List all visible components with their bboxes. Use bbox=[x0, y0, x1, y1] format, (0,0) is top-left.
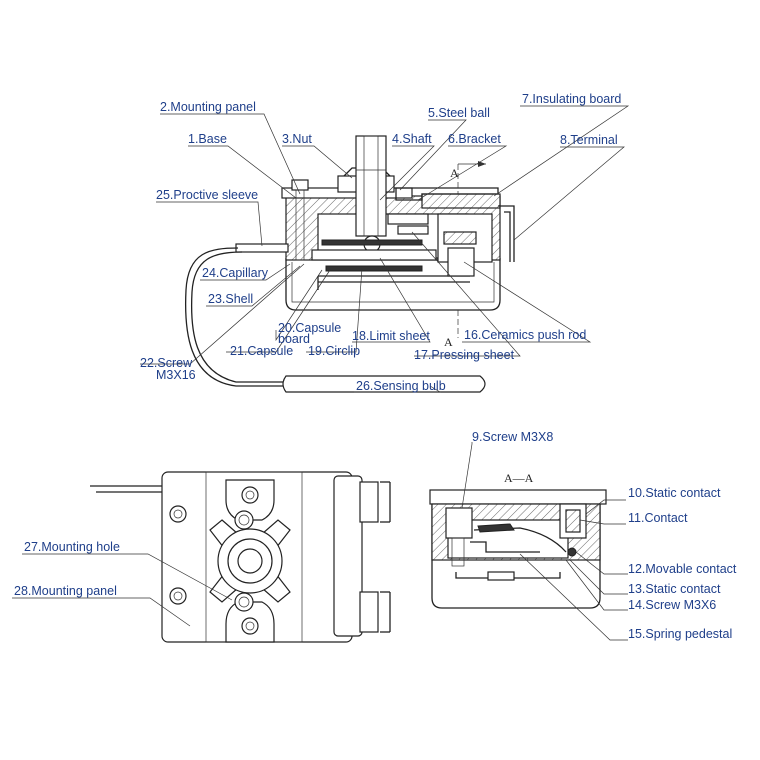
cross-section-view: A A bbox=[184, 135, 515, 393]
label-capsule-board-2: board bbox=[278, 332, 310, 346]
leader-lines-section bbox=[461, 442, 628, 641]
front-view bbox=[90, 471, 391, 643]
label-bracket: 6.Bracket bbox=[448, 132, 501, 146]
label-shaft: 4.Shaft bbox=[392, 132, 432, 146]
label-terminal: 8.Terminal bbox=[560, 133, 618, 147]
label-screw-m3x16-2: M3X16 bbox=[156, 368, 196, 382]
label-mounting-panel-28: 28.Mounting panel bbox=[14, 584, 117, 598]
label-protective-sleeve: 25.Proctive sleeve bbox=[156, 188, 258, 202]
capsule-board bbox=[321, 239, 423, 246]
label-screw-m3x16-1: 22.Screw bbox=[140, 356, 193, 370]
label-spring-pedestal: 15.Spring pedestal bbox=[628, 627, 732, 641]
section-marker-bottom: A bbox=[444, 335, 453, 349]
shaft bbox=[355, 135, 387, 237]
label-mounting-hole: 27.Mounting hole bbox=[24, 540, 120, 554]
label-nut: 3.Nut bbox=[282, 132, 312, 146]
label-capsule-board-1: 20.Capsule bbox=[278, 321, 341, 335]
section-view-title: A—A bbox=[504, 471, 534, 485]
capsule bbox=[325, 265, 423, 272]
screw-m3x8 bbox=[445, 507, 473, 539]
section-marker-top: A bbox=[450, 166, 459, 180]
label-shell: 23.Shell bbox=[208, 292, 253, 306]
spring-pedestal bbox=[487, 571, 515, 581]
sensing-bulb bbox=[282, 375, 486, 393]
label-steel-ball: 5.Steel ball bbox=[428, 106, 490, 120]
label-circlip: 19.Circlip bbox=[308, 344, 360, 358]
movable-contact bbox=[567, 547, 577, 557]
insulating-board bbox=[421, 193, 501, 209]
label-limit-sheet: 18.Limit sheet bbox=[352, 329, 430, 343]
label-ceramics-push-rod: 16.Ceramics push rod bbox=[464, 328, 586, 342]
mounting-hole bbox=[234, 592, 254, 612]
label-pressing-sheet: 17.Pressing sheet bbox=[414, 348, 515, 362]
section-top-plate bbox=[429, 489, 607, 505]
label-movable-contact: 12.Movable contact bbox=[628, 562, 737, 576]
section-a-a-view: A—A bbox=[429, 471, 607, 609]
label-mounting-panel: 2.Mounting panel bbox=[160, 100, 256, 114]
leader-lines-top bbox=[140, 105, 630, 393]
label-base: 1.Base bbox=[188, 132, 227, 146]
label-static-contact-10: 10.Static contact bbox=[628, 486, 721, 500]
label-insulating-board: 7.Insulating board bbox=[522, 92, 621, 106]
leader-lines-front bbox=[12, 553, 233, 627]
label-screw-m3x6: 14.Screw M3X6 bbox=[628, 598, 716, 612]
label-static-contact-13: 13.Static contact bbox=[628, 582, 721, 596]
label-capillary: 24.Capillary bbox=[202, 266, 269, 280]
label-contact: 11.Contact bbox=[628, 511, 688, 525]
capillary bbox=[184, 247, 292, 387]
labels: 2.Mounting panel 1.Base 3.Nut 4.Shaft 5.… bbox=[14, 92, 737, 641]
label-screw-m3x8: 9.Screw M3X8 bbox=[472, 430, 553, 444]
shell-outline bbox=[285, 258, 501, 311]
terminal bbox=[498, 205, 515, 262]
label-sensing-bulb: 26.Sensing bulb bbox=[356, 379, 446, 393]
label-capsule: 21.Capsule bbox=[230, 344, 293, 358]
